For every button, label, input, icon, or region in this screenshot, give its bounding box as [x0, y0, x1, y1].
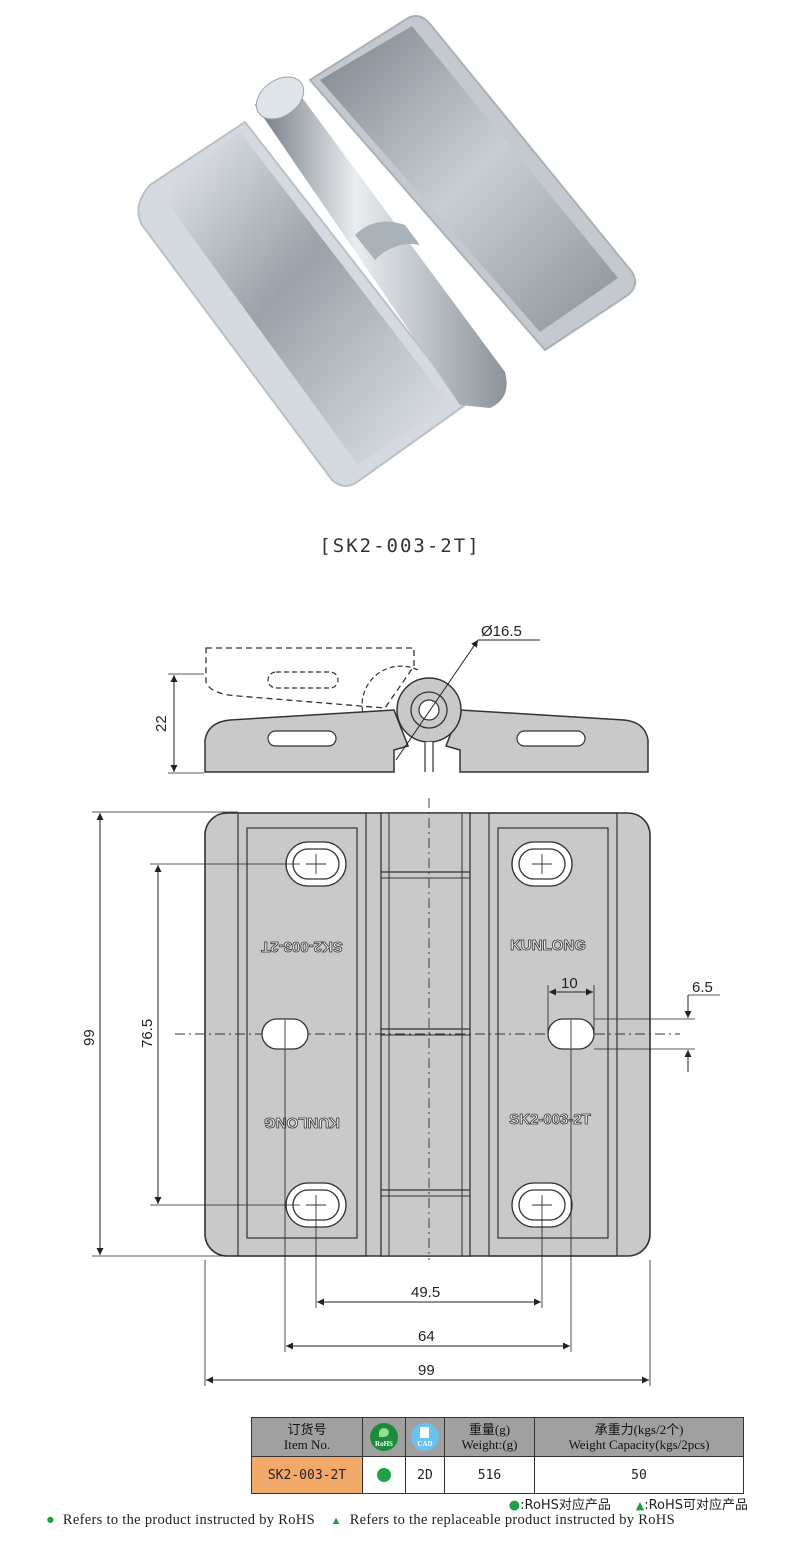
- header-cad: CAD: [405, 1417, 445, 1457]
- header-weight-cn: 重量(g): [468, 1422, 511, 1437]
- dim-overall-width: 99: [418, 1362, 435, 1379]
- header-capacity: 承重力(kgs/2个) Weight Capacity(kgs/2pcs): [534, 1417, 744, 1457]
- table-row: SK2-003-2T 2D 516 50: [251, 1456, 744, 1494]
- marking-model-left: SK2-003-2T: [261, 938, 343, 955]
- header-capacity-cn: 承重力(kgs/2个): [594, 1422, 684, 1437]
- header-rohs: RoHS: [362, 1417, 406, 1457]
- header-item-cn: 订货号: [287, 1422, 327, 1437]
- dim-hole-spacing-outer: 64: [418, 1328, 435, 1345]
- marking-brand-right: KUNLONG: [510, 937, 586, 954]
- technical-drawing: Ø16.5 22: [81, 623, 720, 1386]
- side-view: Ø16.5 22: [153, 623, 649, 774]
- cell-weight: 516: [444, 1456, 535, 1494]
- legend-cn-rohs: :RoHS对应产品: [520, 1498, 611, 1513]
- dim-height: 22: [153, 715, 170, 732]
- product-photo: [137, 15, 637, 487]
- product-caption: [SK2-003-2T]: [319, 535, 481, 557]
- dim-diameter: Ø16.5: [481, 623, 522, 640]
- header-capacity-en: Weight Capacity(kgs/2pcs): [568, 1437, 710, 1452]
- rohs-green-dot-icon: [377, 1468, 391, 1482]
- cad-icon: CAD: [411, 1423, 439, 1451]
- green-triangle-icon: ▲: [330, 1515, 342, 1527]
- cell-item-no: SK2-003-2T: [251, 1456, 363, 1494]
- front-view: SK2-003-2T KUNLONG KUNLONG SK2-003-2T 99…: [81, 798, 720, 1386]
- rohs-icon: RoHS: [370, 1423, 398, 1451]
- marking-brand-left: KUNLONG: [264, 1114, 340, 1131]
- legend-en-replace: Refers to the replaceable product instru…: [349, 1512, 675, 1528]
- green-triangle-icon: ▲: [635, 1499, 645, 1512]
- cell-capacity: 50: [534, 1456, 744, 1494]
- legend-cn-replace: :RoHS可对应产品: [644, 1498, 748, 1513]
- dim-slot-length: 10: [561, 975, 578, 992]
- header-item-no: 订货号 Item No.: [251, 1417, 363, 1457]
- header-item-en: Item No.: [283, 1437, 331, 1452]
- header-weight: 重量(g) Weight:(g): [444, 1417, 535, 1457]
- dim-hole-spacing-v: 76.5: [139, 1019, 156, 1048]
- dim-slot-width: 6.5: [692, 979, 713, 996]
- green-dot-icon: ●: [46, 1512, 56, 1528]
- legend-cn: ●:RoHS对应产品 ▲:RoHS可对应产品: [509, 1494, 748, 1513]
- dim-overall-height: 99: [81, 1029, 98, 1046]
- spec-table: 订货号 Item No. RoHS CAD 重量(g) Weight:(g) 承…: [251, 1417, 744, 1494]
- cell-rohs: [362, 1456, 406, 1494]
- table-header-row: 订货号 Item No. RoHS CAD 重量(g) Weight:(g) 承…: [251, 1417, 744, 1457]
- dim-hole-spacing-inner: 49.5: [411, 1284, 440, 1301]
- green-dot-icon: ●: [508, 1498, 521, 1513]
- legend-en: ● Refers to the product instructed by Ro…: [46, 1512, 675, 1529]
- header-weight-en: Weight:(g): [461, 1437, 518, 1452]
- legend-en-rohs: Refers to the product instructed by RoHS: [62, 1512, 315, 1528]
- cell-cad: 2D: [405, 1456, 445, 1494]
- marking-model-right: SK2-003-2T: [509, 1111, 591, 1128]
